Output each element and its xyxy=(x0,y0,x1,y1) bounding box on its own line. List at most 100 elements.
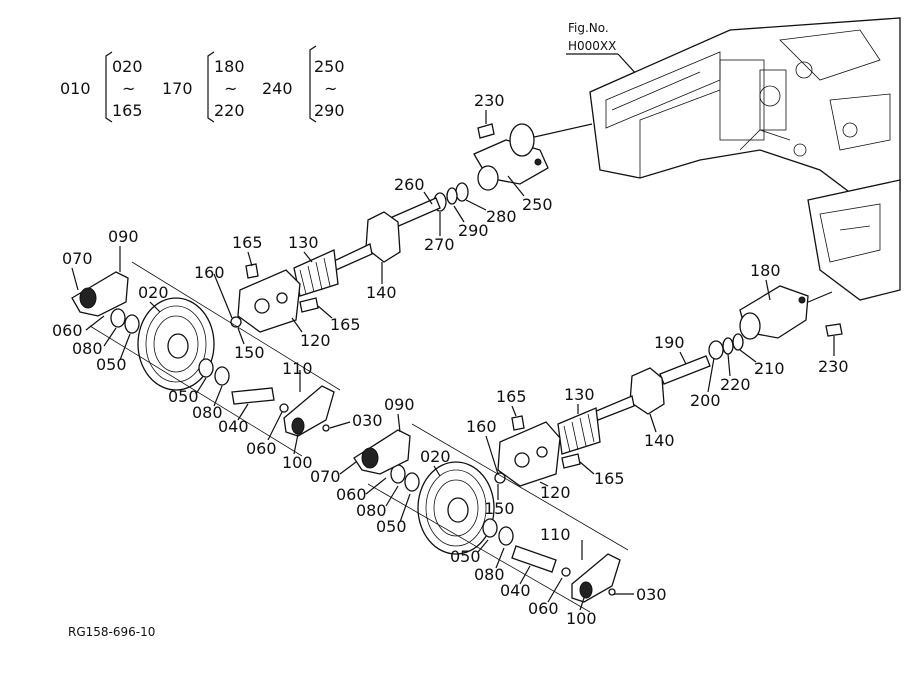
callout-190: 190 xyxy=(654,333,685,352)
part-200-seal xyxy=(708,340,724,360)
part-140-yoke-bottom xyxy=(629,367,665,415)
callout-060-d: 060 xyxy=(528,599,559,618)
upper-cylinder-group xyxy=(331,123,549,271)
legend-bracket-3 xyxy=(309,45,317,123)
part-150-nut-bottom xyxy=(494,472,506,484)
callout-030-a: 030 xyxy=(352,411,383,430)
callout-120-b: 120 xyxy=(540,483,571,502)
part-160-leader-bottom xyxy=(485,435,499,475)
callout-060-a: 060 xyxy=(52,321,83,340)
part-190-rod xyxy=(659,355,711,385)
legend-g1-from: 020 xyxy=(112,57,143,76)
callout-050-c: 050 xyxy=(376,517,407,536)
legend-g1-start: 010 xyxy=(60,79,91,98)
frame-link-top xyxy=(529,123,593,139)
callout-090-a: 090 xyxy=(108,227,139,246)
callout-270: 270 xyxy=(424,235,455,254)
callout-220: 220 xyxy=(720,375,751,394)
legend-g2-to: 220 xyxy=(214,101,245,120)
part-040-shaft-top xyxy=(231,387,275,405)
callout-160-b: 160 xyxy=(466,417,497,436)
callout-060-b: 060 xyxy=(246,439,277,458)
callouts: 230 260 270 290 280 250 165 130 140 160 … xyxy=(52,91,849,628)
part-120-bracket-bottom xyxy=(497,421,561,487)
callout-150-a: 150 xyxy=(234,343,265,362)
callout-020-b: 020 xyxy=(420,447,451,466)
callout-165-d: 165 xyxy=(594,469,625,488)
callout-290-top: 290 xyxy=(458,221,489,240)
part-165-bolt-top-a xyxy=(245,263,259,279)
track-frame xyxy=(529,17,901,309)
part-050-bearing-bottom xyxy=(404,472,420,492)
callout-110-b: 110 xyxy=(540,525,571,544)
part-160-leader-top xyxy=(213,273,233,319)
callout-180: 180 xyxy=(750,261,781,280)
part-220-ring xyxy=(722,337,734,355)
lower-cylinder-group xyxy=(593,285,843,421)
upper-spring-group xyxy=(213,249,339,333)
callout-165-a: 165 xyxy=(232,233,263,252)
callout-250: 250 xyxy=(522,195,553,214)
part-290-ring xyxy=(446,187,458,205)
callout-120-a: 120 xyxy=(300,331,331,350)
part-060-oring-bottom xyxy=(561,567,571,577)
figure-reference: Fig.No. H000XX xyxy=(566,21,639,77)
part-040-shaft-bottom xyxy=(511,545,557,573)
callout-165-c: 165 xyxy=(496,387,527,406)
part-050-bearing-top xyxy=(124,314,140,334)
legend-g3-start: 240 xyxy=(262,79,293,98)
part-130-spring-bottom xyxy=(557,407,601,455)
callout-050-a: 050 xyxy=(96,355,127,374)
callout-230-top: 230 xyxy=(474,91,505,110)
callout-210: 210 xyxy=(754,359,785,378)
legend-g2-tilde: ~ xyxy=(224,79,237,98)
part-150-nut-top xyxy=(230,316,242,328)
callout-080-b: 080 xyxy=(192,403,223,422)
callout-160-a: 160 xyxy=(194,263,225,282)
drawing-code: RG158-696-10 xyxy=(68,625,155,639)
callout-150-b: 150 xyxy=(484,499,515,518)
callout-080-c: 080 xyxy=(356,501,387,520)
callout-020-a: 020 xyxy=(138,283,169,302)
callout-200: 200 xyxy=(690,391,721,410)
legend-g1-to: 165 xyxy=(112,101,143,120)
part-230-nipple-top xyxy=(477,123,495,139)
upper-idler-group xyxy=(71,261,341,457)
callout-080-a: 080 xyxy=(72,339,103,358)
legend-bracket-1 xyxy=(105,51,113,123)
part-140-bolt-bottom xyxy=(593,395,635,421)
callout-060-c: 060 xyxy=(336,485,367,504)
callout-130-a: 130 xyxy=(288,233,319,252)
callout-280: 280 xyxy=(486,207,517,226)
callout-070-b: 070 xyxy=(310,467,341,486)
part-165-bolt-bottom-a xyxy=(511,415,525,431)
callout-230-bottom: 230 xyxy=(818,357,849,376)
callout-040-a: 040 xyxy=(218,417,249,436)
callout-165-b: 165 xyxy=(330,315,361,334)
callout-040-b: 040 xyxy=(500,581,531,600)
callout-140-b: 140 xyxy=(644,431,675,450)
lower-idler-group xyxy=(353,423,629,613)
callout-050-b: 050 xyxy=(168,387,199,406)
part-165-bolt-top-b xyxy=(299,297,319,313)
callout-100-a: 100 xyxy=(282,453,313,472)
callout-110-a: 110 xyxy=(282,359,313,378)
legend-g2-start: 170 xyxy=(162,79,193,98)
callout-030-b: 030 xyxy=(636,585,667,604)
part-230-nipple-bottom xyxy=(825,323,843,337)
part-140-bolt-top xyxy=(331,243,373,271)
legend-g2-from: 180 xyxy=(214,57,245,76)
callout-260: 260 xyxy=(394,175,425,194)
part-120-bracket-top xyxy=(237,269,301,333)
legend-bracket-2 xyxy=(207,51,215,123)
callout-080-d: 080 xyxy=(474,565,505,584)
part-range-legend: 010 020 ~ 165 170 180 ~ 220 240 250 ~ 29… xyxy=(60,45,345,123)
callout-130-b: 130 xyxy=(564,385,595,404)
part-165-bolt-bottom-b xyxy=(561,453,581,469)
part-080-collar-top xyxy=(110,308,126,328)
legend-g3-tilde: ~ xyxy=(324,79,337,98)
fig-ref-label: Fig.No. xyxy=(568,21,609,35)
legend-g1-tilde: ~ xyxy=(122,79,135,98)
